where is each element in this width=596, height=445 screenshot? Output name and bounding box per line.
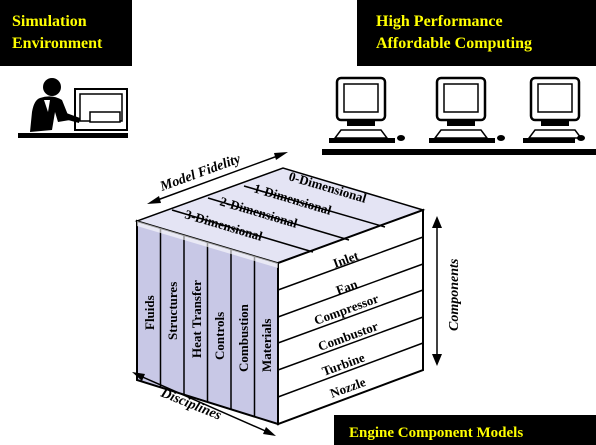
discipline-structures: Structures <box>165 282 180 340</box>
cube <box>134 167 426 426</box>
discipline-controls: Controls <box>212 312 227 360</box>
components-label: Components <box>447 258 462 331</box>
discipline-heat-transfer: Heat Transfer <box>189 280 204 358</box>
hpc-line2: Affordable Computing <box>376 35 532 52</box>
hpc-line1: High Performance <box>376 13 503 30</box>
discipline-materials: Materials <box>259 319 274 372</box>
simulation-environment-label: Simulation Environment <box>0 0 132 66</box>
components-arrow: Components <box>432 216 462 366</box>
engine-models-text: Engine Component Models <box>349 425 523 441</box>
hpc-label: High Performance Affordable Computing <box>357 0 596 66</box>
workstation-icon <box>322 76 596 155</box>
simulation-line2: Environment <box>12 35 103 52</box>
discipline-fluids: Fluids <box>142 295 157 330</box>
engine-component-models-label: Engine Component Models <box>334 415 596 445</box>
discipline-combustion: Combustion <box>236 303 251 372</box>
simulation-line1: Simulation <box>12 13 87 30</box>
computer-user-icon <box>18 78 128 138</box>
component-fan: Fan <box>334 276 360 298</box>
